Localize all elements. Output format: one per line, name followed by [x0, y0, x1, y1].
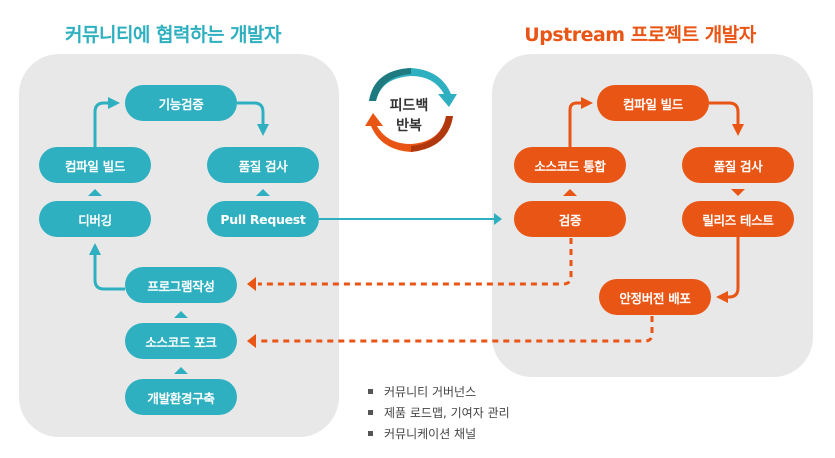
feedback-stable-to-fork	[258, 316, 654, 343]
node-stable-release: 안정버전 배포	[599, 279, 711, 315]
feedback-verification-to-programming	[258, 238, 573, 286]
note-item: 제품 로드맵, 기여자 관리	[368, 402, 510, 423]
arrow-build-to-quality	[709, 101, 744, 136]
bullet-icon	[368, 431, 373, 436]
node-debugging: 디버깅	[39, 201, 151, 237]
node-compile-build: 컴파일 빌드	[39, 147, 151, 183]
node-release-test: 릴리즈 테스트	[682, 201, 794, 237]
node-verification: 검증	[514, 201, 626, 237]
node-programming: 프로그램작성	[125, 267, 237, 303]
node-upstream-quality-check: 품질 검사	[682, 147, 794, 183]
right-section-title: Upstream 프로젝트 개발자	[524, 24, 756, 46]
arrow-env-to-fork	[174, 367, 188, 374]
node-env-setup: 개발환경구축	[125, 379, 237, 415]
bullet-icon	[368, 389, 373, 394]
feedback-arrow-head-programming	[247, 277, 256, 291]
left-section-title: 커뮤니티에 협력하는 개발자	[65, 24, 282, 46]
note-text: 제품 로드맵, 기여자 관리	[384, 406, 510, 420]
arrow-pullrequest-head	[494, 213, 502, 225]
node-upstream-compile-build: 컴파일 빌드	[597, 85, 709, 121]
node-source-fork: 소스코드 포크	[125, 323, 237, 359]
arrow-debug-to-build	[88, 189, 102, 196]
arrow-pr-to-quality	[256, 189, 270, 196]
feedback-cycle-line2: 반복	[396, 118, 422, 134]
bullet-icon	[368, 410, 373, 415]
note-text: 커뮤니케이션 채널	[384, 427, 477, 441]
note-text: 커뮤니티 거버넌스	[384, 385, 477, 399]
feedback-cycle-line1: 피드백	[389, 98, 429, 114]
node-verify-function: 기능검증	[125, 85, 237, 121]
note-item: 커뮤니티 거버넌스	[368, 381, 510, 402]
arrow-build-to-verify	[93, 97, 120, 147]
feedback-cycle-label: 피드백 반복	[390, 96, 429, 136]
node-pull-request: Pull Request	[207, 201, 319, 237]
feedback-arrow-head-fork	[247, 334, 256, 348]
arrow-programming-to-debug	[89, 243, 125, 291]
arrow-integration-to-build	[568, 97, 593, 147]
note-item: 커뮤니케이션 채널	[368, 423, 510, 444]
feedback-cycle-icon	[365, 68, 457, 152]
node-source-integration: 소스코드 통합	[514, 147, 626, 183]
arrow-verify-to-quality	[237, 101, 269, 136]
node-quality-check: 품질 검사	[207, 147, 319, 183]
arrow-fork-to-programming	[174, 311, 188, 318]
arrow-quality-to-release	[731, 189, 745, 196]
arrow-release-to-stable	[716, 237, 740, 303]
arrow-verification-to-integration	[563, 189, 577, 196]
governance-notes: 커뮤니티 거버넌스 제품 로드맵, 기여자 관리 커뮤니케이션 채널	[368, 381, 510, 444]
